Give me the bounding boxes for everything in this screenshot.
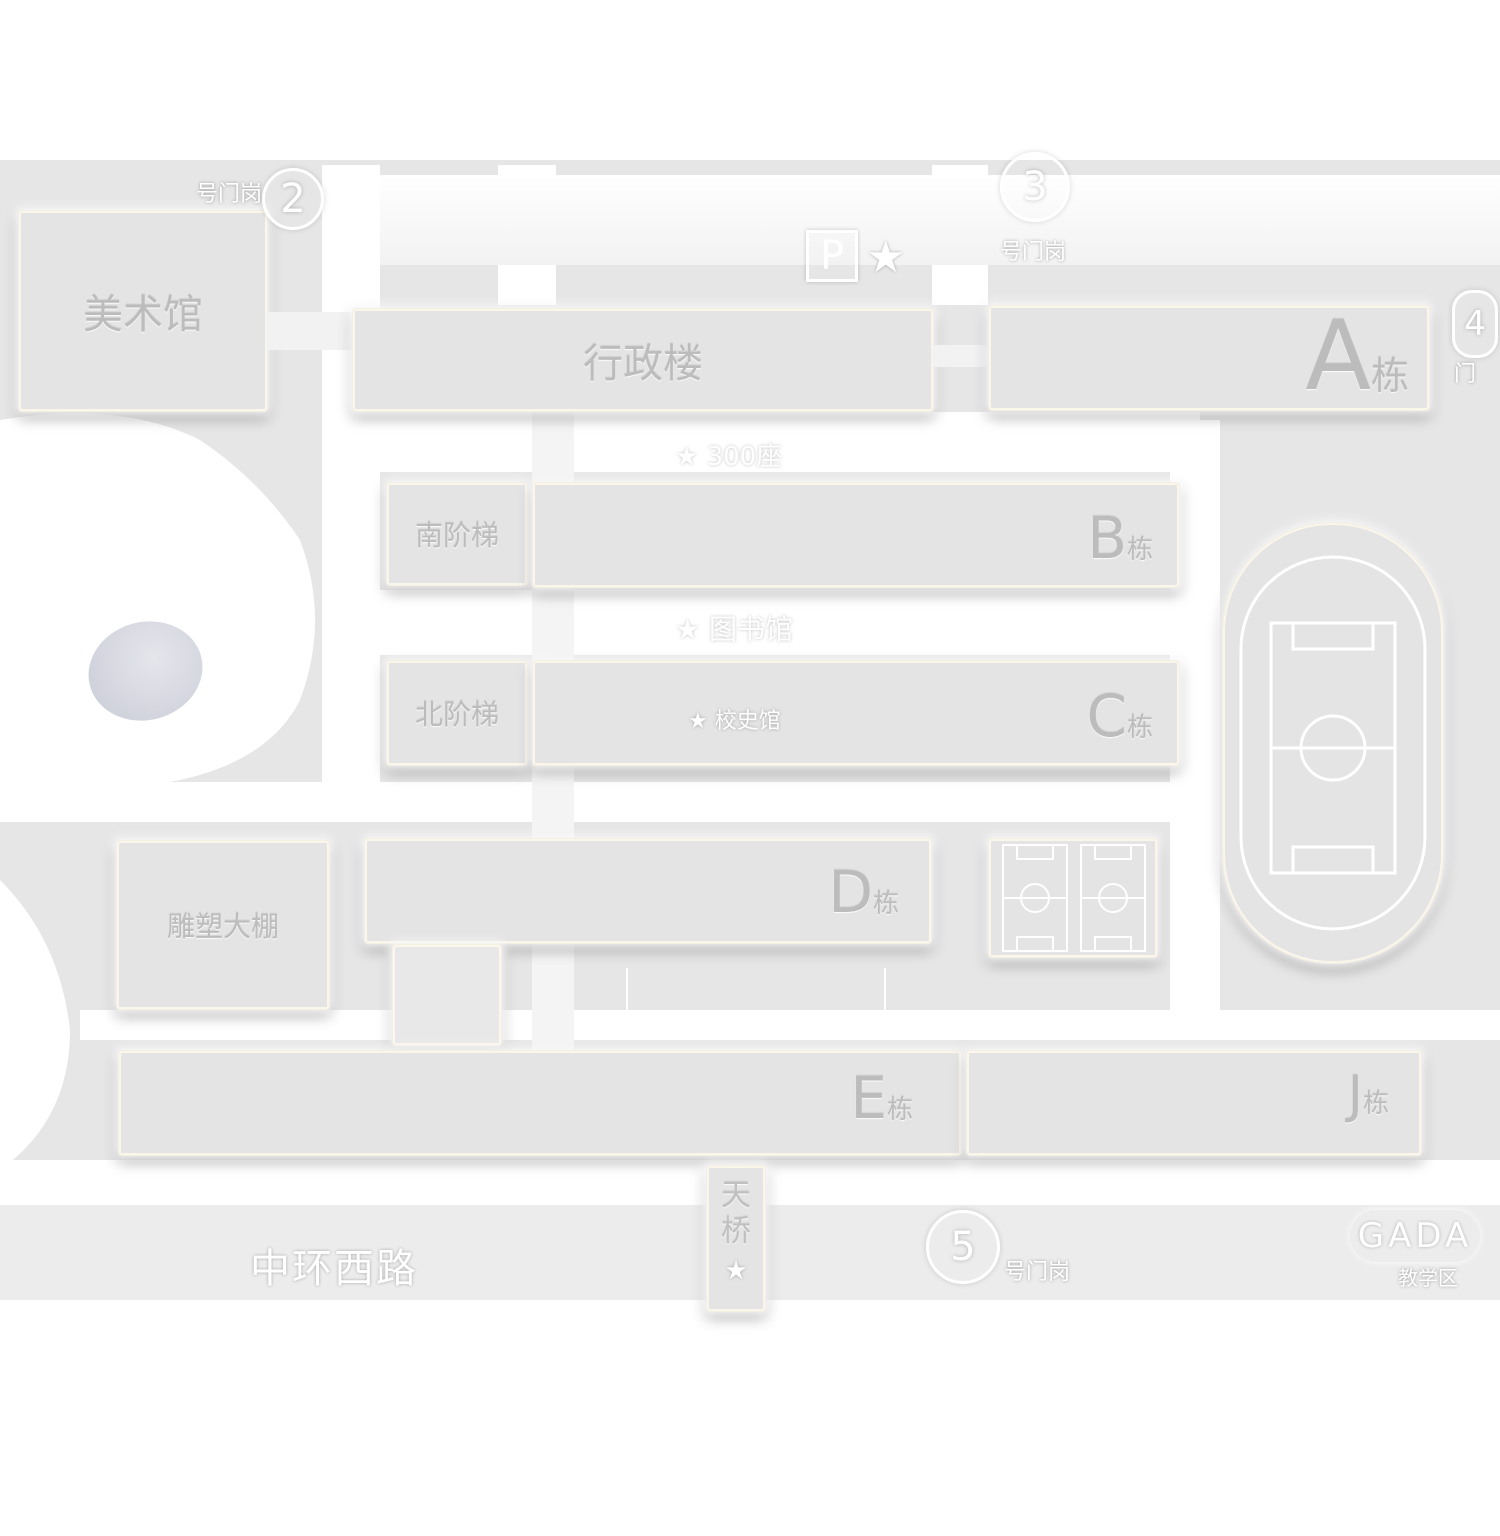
road-horizontal <box>0 782 1190 822</box>
building-d-label: D栋 <box>828 863 899 921</box>
stadium-field-icon <box>1239 555 1427 931</box>
hall-300-star-icon: ★ <box>675 442 699 472</box>
overpass-star-icon: ★ <box>724 1256 748 1286</box>
gate-4-badge[interactable]: 4 <box>1452 290 1498 358</box>
road-mid-1 <box>380 412 1200 472</box>
library-text: 图书馆 <box>709 613 794 646</box>
building-c-suffix: 栋 <box>1126 713 1153 743</box>
road-zhonghuan-west-label: 中环西路 <box>250 1246 418 1292</box>
lawn-bottom-left <box>0 880 70 1170</box>
building-c-letter: C <box>1086 682 1127 750</box>
courts-icon <box>1002 844 1146 952</box>
gate-5-badge[interactable]: 5 <box>926 1210 1000 1284</box>
building-b-suffix: 栋 <box>1126 535 1153 565</box>
court-outline <box>626 968 886 1026</box>
gate-2-number: 2 <box>280 176 306 222</box>
building-e-label: E栋 <box>850 1069 913 1127</box>
building-j-suffix: 栋 <box>1362 1089 1389 1119</box>
building-c-label: C栋 <box>1086 687 1153 745</box>
building-a-letter: A <box>1305 300 1371 412</box>
gate-5-number: 5 <box>950 1224 976 1270</box>
parking-letter: P <box>819 233 845 279</box>
zone-badge: GADA <box>1350 1210 1480 1262</box>
connector-admin-a <box>932 345 988 367</box>
stadium[interactable] <box>1222 522 1444 964</box>
zone-code: GADA <box>1357 1216 1473 1256</box>
library-label[interactable]: ★ 图书馆 <box>675 608 793 648</box>
building-e-letter: E <box>850 1064 887 1132</box>
building-d-letter: D <box>828 858 873 926</box>
building-d[interactable]: D栋 <box>364 838 932 944</box>
gate-2-badge[interactable]: 2 <box>262 168 324 230</box>
building-sculpture-shed[interactable]: 雕塑大棚 <box>116 840 330 1010</box>
gate-5-label: 号门岗 <box>1004 1260 1071 1285</box>
north-stairs-label: 北阶梯 <box>414 698 499 731</box>
gate-4-number: 4 <box>1464 304 1486 344</box>
gate-3-number: 3 <box>1022 164 1048 210</box>
building-b-label: B栋 <box>1087 509 1153 567</box>
building-c[interactable]: ★ 校史馆 C栋 <box>532 660 1180 766</box>
building-a[interactable]: A栋 <box>988 305 1430 411</box>
building-north-stairs[interactable]: 北阶梯 <box>386 660 528 766</box>
gate-3-badge[interactable]: 3 <box>1000 152 1070 222</box>
building-e-suffix: 栋 <box>886 1095 913 1125</box>
sculpture-shed-label: 雕塑大棚 <box>166 910 279 943</box>
building-j-label: J栋 <box>1348 1069 1389 1121</box>
overpass-label: 天桥 <box>721 1178 751 1249</box>
building-south-stairs[interactable]: 南阶梯 <box>386 482 528 586</box>
south-stairs-label: 南阶梯 <box>414 519 499 552</box>
building-j-letter: J <box>1347 1065 1363 1125</box>
building-b-letter: B <box>1087 504 1127 572</box>
road-mid-2 <box>380 590 1200 655</box>
history-museum-marker[interactable]: ★ 校史馆 <box>688 703 781 735</box>
building-d-suffix: 栋 <box>872 889 899 919</box>
admin-label: 行政楼 <box>583 341 703 387</box>
connector-art-admin <box>266 312 354 350</box>
gate-4-label: 门 <box>1454 362 1477 387</box>
building-a-label: A栋 <box>1305 308 1409 404</box>
building-small-annex[interactable] <box>392 944 502 1046</box>
road-vertical-1 <box>322 165 380 805</box>
building-art-museum[interactable]: 美术馆 <box>18 210 268 412</box>
zone-name: 教学区 <box>1398 1266 1458 1290</box>
building-b[interactable]: B栋 <box>532 482 1180 588</box>
building-overpass[interactable]: 天桥 ★ <box>706 1165 766 1312</box>
building-admin[interactable]: 行政楼 <box>352 308 934 412</box>
hall-300-text: 300座 <box>706 442 783 472</box>
parking-icon[interactable]: P <box>806 230 858 282</box>
building-a-suffix: 栋 <box>1370 354 1409 398</box>
hall-300-label[interactable]: ★ 300座 <box>675 436 782 473</box>
history-museum-label: 校史馆 <box>714 709 781 734</box>
basketball-courts[interactable] <box>988 838 1158 958</box>
gate-3-label: 号门岗 <box>1000 240 1067 265</box>
library-star-icon: ★ <box>675 613 701 646</box>
building-e[interactable]: E栋 <box>118 1050 962 1156</box>
star-icon: ★ <box>688 709 708 734</box>
parking-star-icon: ★ <box>866 232 906 283</box>
road-north <box>380 175 1500 265</box>
art-museum-label: 美术馆 <box>83 292 203 338</box>
gate-2-label: 号门岗 <box>196 182 263 207</box>
building-j[interactable]: J栋 <box>966 1050 1422 1156</box>
lawn-area <box>0 413 315 810</box>
